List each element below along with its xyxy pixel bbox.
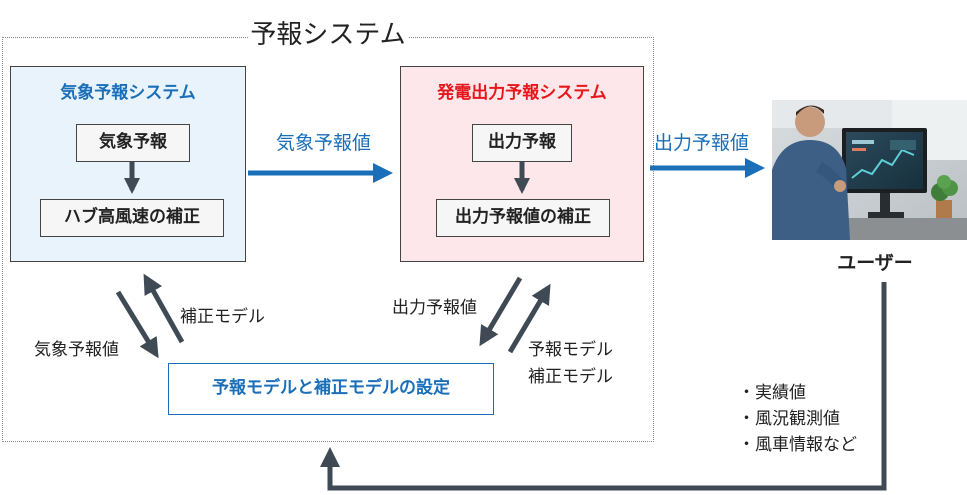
correction-model-label: 補正モデル — [180, 307, 265, 327]
weather-value-label: 気象予報値 — [276, 132, 372, 154]
weather-system-title: 気象予報システム — [60, 83, 196, 103]
weather-forecast-step: 気象予報 — [76, 124, 190, 162]
power-system-title: 発電出力予報システム — [437, 83, 607, 103]
model-settings-box: 予報モデルと補正モデルの設定 — [168, 363, 494, 415]
correction-model-label-2: 補正モデル — [528, 367, 613, 387]
user-label: ユーザー — [837, 252, 913, 274]
output-value-down-arrow — [479, 276, 523, 347]
weather-value-down-label: 気象予報値 — [34, 340, 119, 360]
correction-model-up-arrow — [143, 273, 185, 344]
list-item: ・実績値 — [738, 383, 806, 403]
output-forecast-correction-step: 出力予報値の補正 — [436, 199, 610, 237]
output-value-down-label: 出力予報値 — [392, 298, 477, 318]
forecast-system-title: 予報システム — [248, 14, 408, 56]
list-item: ・風車情報など — [738, 435, 857, 455]
hub-height-wind-correction-step: ハブ高風速の補正 — [40, 199, 224, 237]
forecast-model-label: 予報モデル — [528, 340, 613, 360]
list-item: ・風況観測値 — [738, 409, 840, 429]
output-value-label: 出力予報値 — [654, 132, 750, 154]
output-forecast-step: 出力予報 — [472, 124, 572, 162]
model-up-arrow — [507, 283, 551, 354]
weather-value-down-arrow — [115, 290, 159, 359]
user-photo-illustration — [772, 100, 967, 240]
user-at-desk-icon — [772, 100, 967, 240]
feedback-data-list: ・実績値 ・風況観測値 ・風車情報など — [738, 380, 857, 458]
feedback-loop-arrow — [320, 282, 887, 491]
